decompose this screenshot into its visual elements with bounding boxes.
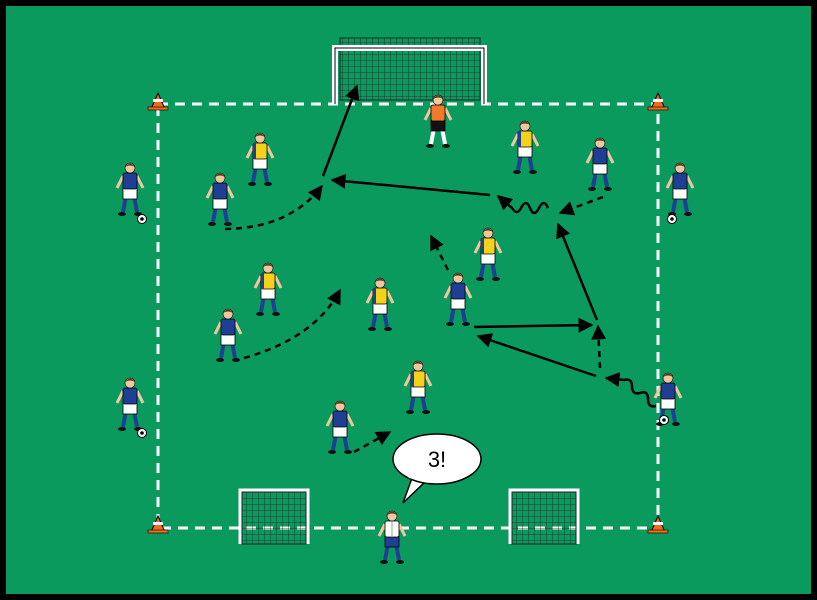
- player-icon: [510, 120, 540, 174]
- ball-icon: [137, 214, 147, 224]
- run-arrows: [224, 184, 607, 454]
- player-icon: [115, 377, 145, 431]
- dribble-arrow: [496, 195, 550, 215]
- run-arrow: [591, 324, 607, 369]
- cone-icon: [647, 91, 669, 111]
- player-icon: [423, 94, 453, 148]
- run-arrow: [353, 430, 392, 454]
- cone-icon: [647, 514, 669, 534]
- pass-arrow: [476, 333, 597, 378]
- player-icon: [253, 262, 283, 316]
- player-icon: [213, 308, 243, 362]
- run-arrow: [558, 195, 604, 216]
- cone-icon: [147, 91, 169, 111]
- player-icon: [473, 227, 503, 281]
- cone-icon: [147, 514, 169, 534]
- pass-arrow: [321, 84, 360, 177]
- pass-arrow: [330, 173, 491, 197]
- mini-goal-icon: [508, 488, 580, 545]
- pass-arrows: [321, 84, 599, 378]
- run-arrow: [224, 184, 323, 231]
- players: [115, 94, 695, 564]
- run-arrow: [243, 288, 342, 360]
- pass-arrow: [473, 317, 594, 333]
- player-icon: [665, 162, 695, 216]
- ball-icon: [659, 415, 669, 425]
- coach-icon: [377, 510, 407, 564]
- pass-arrow: [556, 222, 599, 321]
- coach-speech-text: 3!: [428, 447, 446, 472]
- player-icon: [325, 400, 355, 454]
- ball-icon: [667, 214, 677, 224]
- player-icon: [205, 172, 235, 226]
- player-icon: [443, 272, 473, 326]
- dribble-arrows: [496, 195, 657, 408]
- player-icon: [403, 360, 433, 414]
- player-icon: [365, 277, 395, 331]
- player-icon: [585, 137, 615, 191]
- goal-icon: [332, 37, 487, 104]
- speech-bubble: 3!: [392, 433, 482, 504]
- playing-area: [156, 102, 660, 530]
- mini-goal-icon: [238, 488, 310, 545]
- player-icon: [115, 162, 145, 216]
- player-icon: [245, 132, 275, 186]
- dribble-arrow: [604, 372, 657, 408]
- ball-icon: [137, 428, 147, 438]
